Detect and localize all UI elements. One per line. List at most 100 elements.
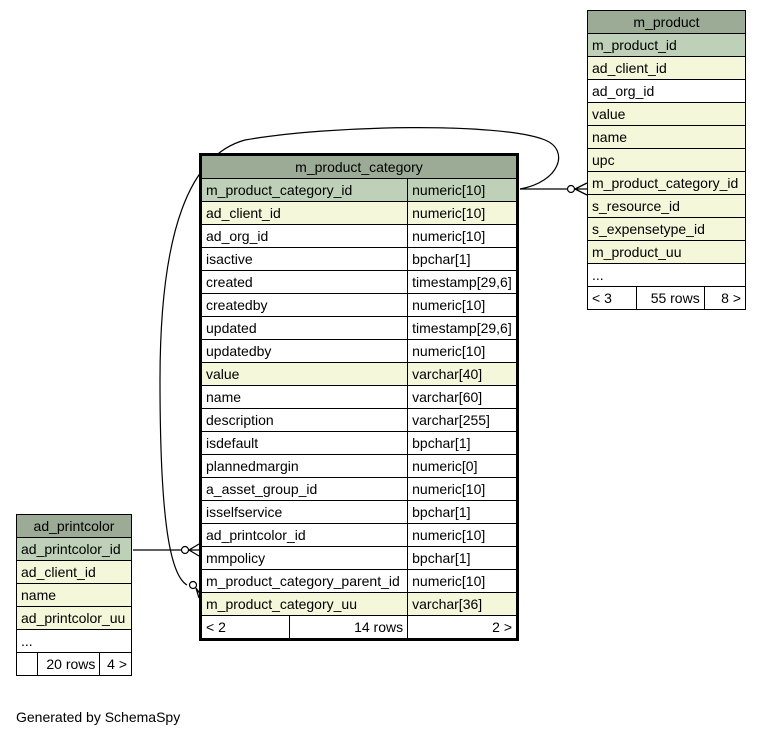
column-type: timestamp[29,6] — [407, 316, 518, 340]
edge-circle-parent — [188, 580, 198, 590]
column-type: numeric[10] — [407, 477, 518, 501]
table-row: ... — [16, 629, 132, 653]
column-type: numeric[10] — [407, 569, 518, 593]
column-type: varchar[255] — [407, 408, 518, 432]
column-name: ... — [16, 629, 132, 653]
column-type: numeric[0] — [407, 454, 518, 478]
column-name: isdefault — [199, 431, 409, 455]
column-name: updated — [199, 316, 409, 340]
column-name: ad_printcolor_id — [16, 537, 132, 561]
edge-circle-printcolor — [180, 545, 190, 555]
children-count: 8 > — [703, 286, 747, 310]
column-name: s_resource_id — [587, 194, 746, 218]
column-name: m_product_category_parent_id — [199, 569, 409, 593]
table-row: m_product_category_id — [587, 171, 746, 195]
row-count: 20 rows — [37, 652, 101, 676]
column-name: value — [587, 102, 746, 126]
table-title: m_product — [587, 10, 746, 34]
edge-circle-product — [566, 184, 576, 194]
column-type: varchar[36] — [407, 592, 518, 616]
column-name: m_product_id — [587, 33, 746, 57]
column-type: bpchar[1] — [407, 431, 518, 455]
table-row: m_product_uu — [587, 240, 746, 264]
children-count: 2 > — [407, 615, 518, 640]
table-header: m_product — [587, 10, 746, 34]
column-name: m_product_uu — [587, 240, 746, 264]
crowfoot-product — [574, 182, 588, 196]
parents-count: < 3 — [586, 286, 638, 310]
column-name: ad_client_id — [16, 560, 132, 584]
column-type: varchar[60] — [407, 385, 518, 409]
column-name: ... — [587, 263, 746, 287]
column-type: numeric[10] — [407, 339, 518, 363]
generated-by-label: Generated by SchemaSpy — [16, 709, 181, 725]
column-name: ad_client_id — [587, 56, 746, 80]
column-name: ad_org_id — [587, 79, 746, 103]
table-row: s_resource_id — [587, 194, 746, 218]
column-name: ad_printcolor_id — [199, 523, 409, 547]
table-title: ad_printcolor — [16, 514, 132, 538]
column-name: ad_org_id — [199, 224, 409, 248]
column-type: numeric[10] — [407, 523, 518, 547]
column-type: bpchar[1] — [407, 500, 518, 524]
column-type: timestamp[29,6] — [407, 270, 518, 294]
table-row: name — [587, 125, 746, 149]
table-row: ad_client_id — [587, 56, 746, 80]
column-name: updatedby — [199, 339, 409, 363]
column-name: value — [199, 362, 409, 386]
table-row: upc — [587, 148, 746, 172]
column-name: m_product_category_uu — [199, 592, 409, 616]
table-header: ad_printcolor — [16, 514, 132, 538]
column-name: isactive — [199, 247, 409, 271]
column-name: name — [199, 385, 409, 409]
parents-count — [15, 652, 39, 676]
table-row: name — [16, 583, 132, 607]
column-name: s_expensetype_id — [587, 217, 746, 241]
column-name: m_product_category_id — [199, 178, 409, 202]
column-name: ad_client_id — [199, 201, 409, 225]
row-count: 55 rows — [636, 286, 705, 310]
column-name: m_product_category_id — [587, 171, 746, 195]
crowfoot-printcolor — [188, 543, 200, 557]
table-row: ad_printcolor_id — [16, 537, 132, 561]
column-name: plannedmargin — [199, 454, 409, 478]
column-type: numeric[10] — [407, 224, 518, 248]
table-row: ad_org_id — [587, 79, 746, 103]
table-row: m_product_id — [587, 33, 746, 57]
column-name: created — [199, 270, 409, 294]
column-type: bpchar[1] — [407, 247, 518, 271]
table-title: m_product_category — [200, 154, 518, 179]
column-name: createdby — [199, 293, 409, 317]
table-row: ad_printcolor_uu — [16, 606, 132, 630]
column-type: varchar[40] — [407, 362, 518, 386]
column-name: description — [199, 408, 409, 432]
column-name: ad_printcolor_uu — [16, 606, 132, 630]
column-name: name — [16, 583, 132, 607]
table-row: ... — [587, 263, 746, 287]
column-name: a_asset_group_id — [199, 477, 409, 501]
row-count: 14 rows — [289, 615, 409, 640]
